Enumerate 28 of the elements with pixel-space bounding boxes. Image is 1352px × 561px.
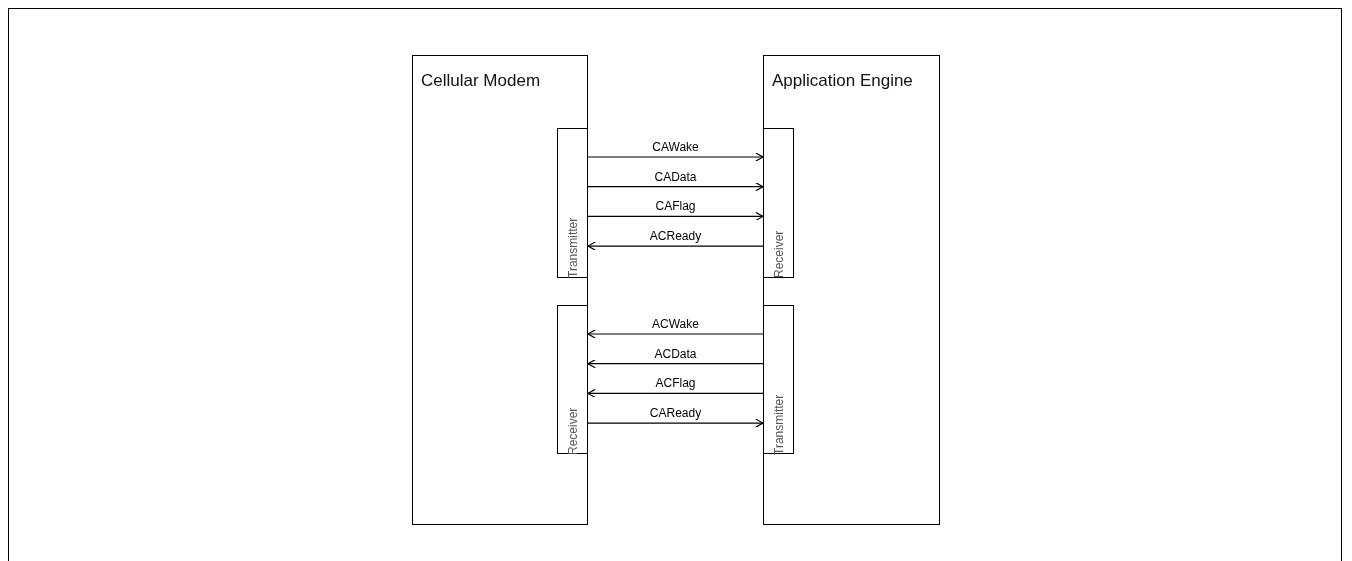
signal-arrow <box>587 211 764 221</box>
edge-label: CAReady <box>647 406 704 421</box>
edge-label: ACReady <box>647 229 704 244</box>
signal-arrow <box>587 388 764 398</box>
signal-arrow <box>587 241 764 251</box>
interface-box <box>557 128 588 278</box>
interface-label: Receiver <box>770 229 787 278</box>
signal-arrow <box>587 329 764 339</box>
edge-label: CAData <box>652 169 699 184</box>
interface-box <box>763 305 794 454</box>
signal-arrow <box>587 182 764 192</box>
interface-label: Receiver <box>564 406 581 455</box>
interface-label: Transmitter <box>564 216 581 278</box>
signal-arrow <box>587 418 764 428</box>
interface-box <box>763 128 794 278</box>
edge-label: ACFlag <box>653 376 698 391</box>
component-title: Application Engine <box>772 70 914 92</box>
component-title: Cellular Modem <box>421 70 542 92</box>
component-box <box>763 55 940 525</box>
edge-label: CAWake <box>650 140 701 154</box>
edge-label: CAFlag <box>653 199 698 214</box>
signal-arrow <box>587 359 764 369</box>
edge-label: ACData <box>652 346 699 361</box>
interface-label: Transmitter <box>770 393 787 455</box>
signal-arrow <box>587 152 764 162</box>
interface-box <box>557 305 588 454</box>
component-box <box>412 55 588 525</box>
edge-label: ACWake <box>650 317 701 331</box>
